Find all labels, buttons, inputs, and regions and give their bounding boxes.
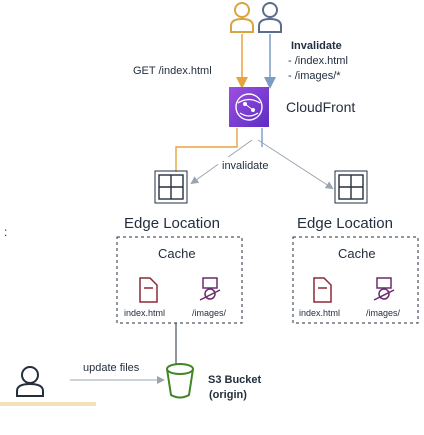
images-icon-left bbox=[199, 277, 221, 301]
edge-location-label-right: Edge Location bbox=[297, 215, 393, 232]
s3-bucket-icon bbox=[166, 363, 194, 399]
invalidate-path-images: - /images/* bbox=[288, 70, 341, 82]
invalidate-small-label: invalidate bbox=[222, 160, 268, 172]
get-request-label: GET /index.html bbox=[133, 65, 212, 77]
document-icon-index-left bbox=[139, 277, 158, 303]
invalidate-path-index: - /index.html bbox=[288, 55, 348, 67]
invalidate-title: Invalidate bbox=[291, 40, 342, 52]
file-images-left: /images/ bbox=[192, 308, 227, 318]
side-marker: : bbox=[4, 225, 7, 239]
cloudfront-icon bbox=[229, 87, 269, 127]
edge-location-label-left: Edge Location bbox=[124, 215, 220, 232]
file-index-right: index.html bbox=[299, 308, 340, 318]
file-index-left: index.html bbox=[124, 308, 165, 318]
cache-label-left: Cache bbox=[158, 246, 196, 261]
cloudfront-label: CloudFront bbox=[286, 99, 355, 115]
file-images-right: /images/ bbox=[366, 308, 401, 318]
edge-location-box-left bbox=[116, 236, 243, 324]
invalidate-line-right bbox=[257, 139, 334, 190]
s3-origin-label: (origin) bbox=[209, 389, 247, 401]
images-icon-right bbox=[373, 277, 395, 301]
admin-shadow bbox=[0, 402, 96, 406]
update-files-label: update files bbox=[83, 362, 140, 374]
admin-user-icon bbox=[16, 366, 44, 397]
user-icon-orange bbox=[230, 2, 254, 33]
edge-location-box-right bbox=[292, 236, 419, 324]
edge-location-icon-left bbox=[154, 170, 188, 204]
user-icon-blue bbox=[258, 2, 282, 33]
cloudfront-to-left-edge-line bbox=[175, 128, 238, 172]
s3-bucket-label: S3 Bucket bbox=[208, 374, 262, 386]
edge-location-icon-right bbox=[334, 170, 368, 204]
cache-label-right: Cache bbox=[338, 246, 376, 261]
document-icon-index-right bbox=[313, 277, 332, 303]
